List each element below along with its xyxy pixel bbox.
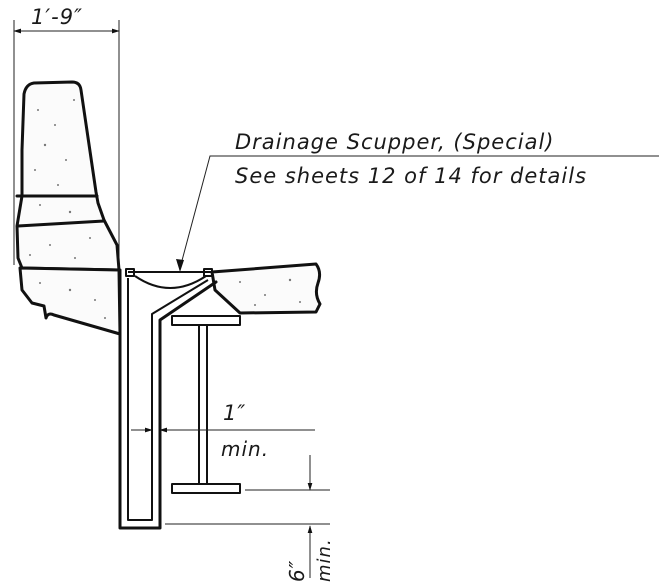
scupper-callout: Drainage Scupper, (Special) See sheets 1… [176, 130, 659, 272]
barrier-width-dimension: 1′-9″ [13, 5, 120, 268]
drainage-scupper [118, 268, 218, 530]
clearance-value: 1″ [223, 401, 246, 425]
deck-slab-left [18, 266, 122, 336]
callout-line-2: See sheets 12 of 14 for details [235, 164, 587, 188]
clearance-min: min. [221, 437, 269, 461]
concrete-hatch [29, 99, 301, 319]
barrier-upper [15, 80, 121, 272]
concrete-barrier [15, 80, 121, 272]
projection-dimension: 6″ min. [165, 455, 335, 582]
barrier-width-label: 1′-9″ [31, 5, 83, 29]
clearance-dimension: 1″ min. [131, 401, 315, 461]
projection-min: min. [314, 538, 335, 582]
steel-girder [171, 315, 241, 494]
callout-line-1: Drainage Scupper, (Special) [235, 130, 554, 154]
projection-value: 6″ [285, 560, 309, 582]
deck-slab-right [210, 262, 322, 315]
